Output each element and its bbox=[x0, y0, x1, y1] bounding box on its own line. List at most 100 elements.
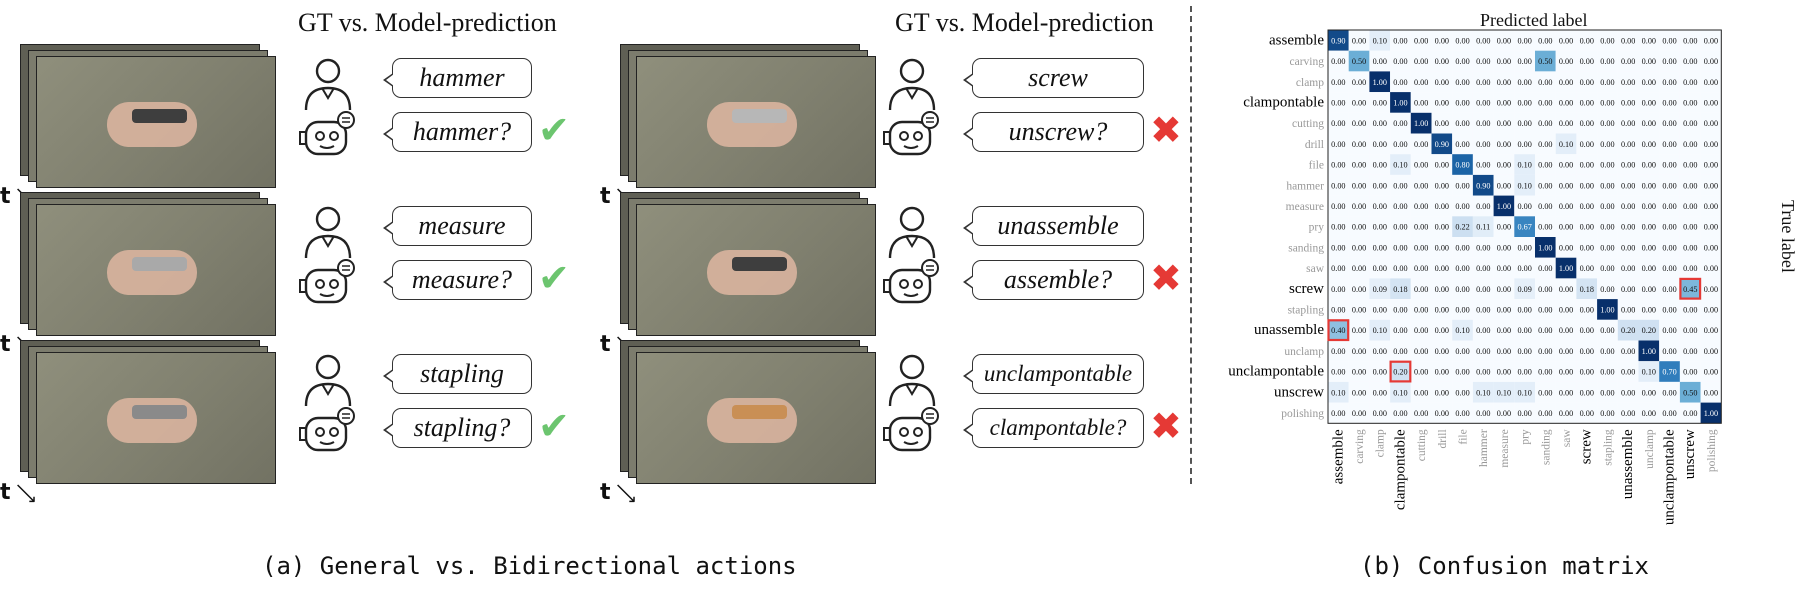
cell-value: 0.00 bbox=[1662, 161, 1676, 170]
matrix-cell bbox=[1493, 92, 1515, 113]
matrix-cell bbox=[1493, 154, 1515, 175]
col-label: unclampontable bbox=[1662, 429, 1678, 525]
cell-value: 0.00 bbox=[1476, 57, 1490, 66]
cell-value: 0.00 bbox=[1435, 57, 1449, 66]
cell-value: 0.00 bbox=[1352, 243, 1366, 252]
cell-value: 0.00 bbox=[1517, 264, 1531, 273]
col-label: file bbox=[1458, 429, 1470, 444]
cell-value: 0.10 bbox=[1517, 181, 1531, 190]
cell-value: 0.10 bbox=[1517, 161, 1531, 170]
cell-value: 0.00 bbox=[1580, 264, 1594, 273]
matrix-cell bbox=[1638, 30, 1660, 51]
matrix-cell bbox=[1472, 361, 1494, 382]
cell-value: 0.00 bbox=[1435, 223, 1449, 232]
cell-value: 0.00 bbox=[1414, 264, 1428, 273]
matrix-cell bbox=[1348, 361, 1370, 382]
cell-value: 0.00 bbox=[1662, 243, 1676, 252]
cell-value: 0.40 bbox=[1331, 326, 1345, 335]
cell-value: 0.00 bbox=[1559, 98, 1573, 107]
matrix-cell bbox=[1328, 216, 1349, 237]
cell-value: 0.00 bbox=[1455, 78, 1469, 87]
matrix-cell bbox=[1576, 133, 1598, 155]
cell-value: 0.00 bbox=[1393, 202, 1407, 211]
robot-icon bbox=[882, 404, 942, 462]
cell-value: 0.00 bbox=[1580, 409, 1594, 418]
cell-value: 0.00 bbox=[1600, 98, 1614, 107]
matrix-cell bbox=[1348, 195, 1370, 217]
matrix-cell bbox=[1700, 361, 1722, 382]
cell-value: 0.00 bbox=[1621, 36, 1635, 45]
matrix-cell bbox=[1700, 402, 1722, 424]
matrix-cell bbox=[1617, 361, 1639, 382]
matrix-cell bbox=[1597, 174, 1618, 196]
cell-value: 0.00 bbox=[1476, 119, 1490, 128]
matrix-cell bbox=[1472, 174, 1494, 196]
cell-value: 0.00 bbox=[1600, 326, 1614, 335]
matrix-cell bbox=[1452, 299, 1473, 320]
matrix-cell bbox=[1493, 216, 1515, 237]
cell-value: 0.00 bbox=[1455, 409, 1469, 418]
cell-value: 0.00 bbox=[1704, 57, 1718, 66]
cell-value: 0.00 bbox=[1642, 119, 1656, 128]
cell-value: 0.00 bbox=[1373, 305, 1387, 314]
matrix-cell bbox=[1348, 402, 1370, 424]
matrix-cell bbox=[1472, 237, 1494, 258]
matrix-cell bbox=[1576, 112, 1598, 134]
cell-value: 0.00 bbox=[1704, 181, 1718, 190]
matrix-cell bbox=[1700, 278, 1722, 300]
cell-value: 0.00 bbox=[1704, 161, 1718, 170]
cell-value: 0.00 bbox=[1393, 78, 1407, 87]
matrix-cell bbox=[1348, 340, 1370, 362]
cell-value: 0.00 bbox=[1435, 326, 1449, 335]
cell-value: 0.00 bbox=[1683, 223, 1697, 232]
matrix-cell bbox=[1328, 257, 1349, 279]
matrix-cell bbox=[1410, 30, 1432, 51]
cell-value: 0.00 bbox=[1580, 98, 1594, 107]
matrix-cell bbox=[1390, 195, 1411, 217]
matrix-cell bbox=[1555, 71, 1577, 93]
cell-value: 0.00 bbox=[1455, 36, 1469, 45]
matrix-cell bbox=[1617, 174, 1639, 196]
cell-value: 0.00 bbox=[1517, 119, 1531, 128]
highlight-box bbox=[1327, 319, 1350, 342]
matrix-cell bbox=[1328, 30, 1349, 51]
cell-value: 0.00 bbox=[1683, 409, 1697, 418]
matrix-cell bbox=[1597, 30, 1618, 51]
cell-value: 0.00 bbox=[1559, 368, 1573, 377]
cell-value: 0.00 bbox=[1559, 285, 1573, 294]
cell-value: 0.00 bbox=[1517, 409, 1531, 418]
cell-value: 0.00 bbox=[1331, 119, 1345, 128]
cell-value: 0.00 bbox=[1352, 388, 1366, 397]
matrix-cell bbox=[1576, 299, 1598, 320]
cell-value: 0.00 bbox=[1662, 347, 1676, 356]
cell-value: 0.00 bbox=[1704, 264, 1718, 273]
matrix-cell bbox=[1452, 402, 1473, 424]
cell-value: 0.00 bbox=[1414, 181, 1428, 190]
time-arrow: t⟶ bbox=[600, 181, 642, 214]
cell-value: 0.00 bbox=[1455, 347, 1469, 356]
matrix-cell bbox=[1431, 216, 1453, 237]
cell-value: 0.00 bbox=[1683, 347, 1697, 356]
cell-value: 0.00 bbox=[1455, 202, 1469, 211]
matrix-cell bbox=[1535, 216, 1556, 237]
matrix-cell bbox=[1369, 112, 1391, 134]
cell-value: 0.00 bbox=[1497, 140, 1511, 149]
cell-value: 0.00 bbox=[1373, 181, 1387, 190]
cell-value: 0.00 bbox=[1580, 202, 1594, 211]
matrix-cell bbox=[1638, 299, 1660, 320]
matrix-cell bbox=[1348, 278, 1370, 300]
cell-value: 0.00 bbox=[1476, 305, 1490, 314]
robot-icon bbox=[298, 404, 358, 462]
matrix-cell bbox=[1535, 30, 1556, 51]
matrix-cell bbox=[1597, 154, 1618, 175]
cell-value: 0.00 bbox=[1393, 57, 1407, 66]
cell-value: 0.00 bbox=[1600, 202, 1614, 211]
cell-value: 0.00 bbox=[1642, 243, 1656, 252]
cell-value: 0.00 bbox=[1559, 326, 1573, 335]
cell-value: 0.00 bbox=[1559, 347, 1573, 356]
cell-value: 0.00 bbox=[1600, 161, 1614, 170]
matrix-cell bbox=[1576, 361, 1598, 382]
matrix-cell bbox=[1472, 195, 1494, 217]
matrix-cell bbox=[1597, 319, 1618, 341]
matrix-cell bbox=[1576, 278, 1598, 300]
